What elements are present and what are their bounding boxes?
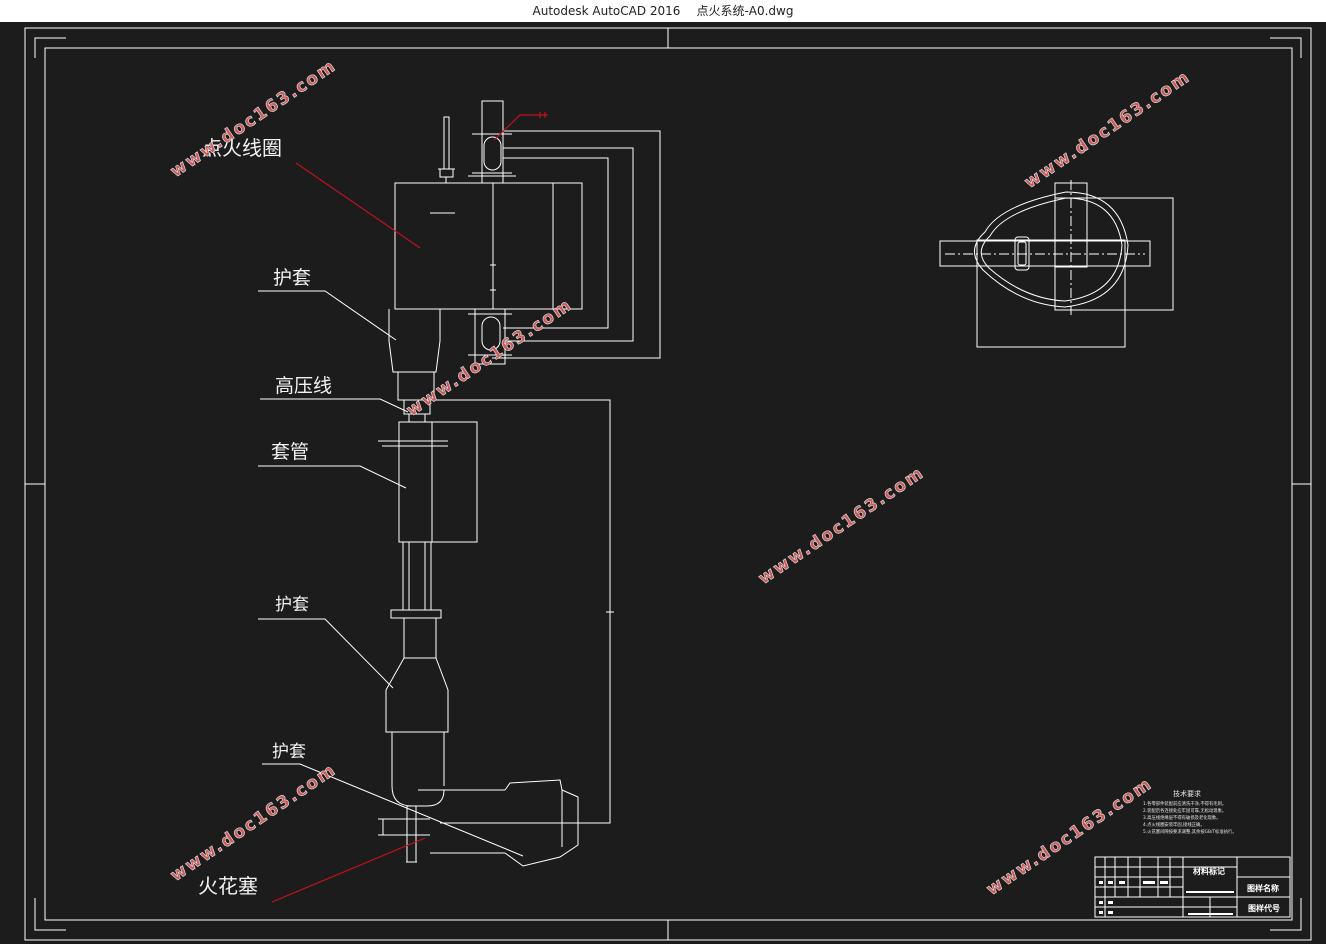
leader-hv-wire: [260, 398, 409, 413]
leader-sheath-3: [262, 763, 524, 857]
tech-note-line: 3.高压线绝缘层不得有破损及老化现象。: [1143, 815, 1221, 821]
leader-spark-plug: [271, 837, 426, 903]
file-title: 点火系统-A0.dwg: [696, 4, 794, 18]
label-hv-wire: 高压线: [275, 375, 333, 397]
coil-body: [394, 182, 554, 310]
label-sheath-2: 护套: [275, 595, 309, 615]
label-sheath-1: 护套: [273, 267, 312, 289]
leader-sheath-2: [258, 618, 394, 689]
app-title: Autodesk AutoCAD 2016: [532, 4, 681, 18]
leader-sheath-1: [258, 290, 397, 341]
window-titlebar: Autodesk AutoCAD 2016 点火系统-A0.dwg: [0, 0, 1326, 22]
label-sheath-3: 护套: [272, 742, 306, 762]
tech-note-line: 4.点火线圈安装牢固,接线正确。: [1143, 822, 1205, 828]
tech-note-line: 2.装配后各连接处应牢固可靠,无松动现象。: [1143, 808, 1227, 814]
cad-drawing: [24, 27, 1312, 941]
label-ignition-coil: 点火线圈: [202, 136, 282, 160]
title-block-material-mark: 材料标记: [1193, 867, 1225, 876]
tech-note-line: 5.火花塞间隙按要求调整,其余按GB/T标准执行。: [1143, 829, 1237, 835]
title-block-drawing-name: 图样名称: [1247, 884, 1279, 893]
label-spark-plug: 火花塞: [198, 874, 258, 898]
inner-frame: [44, 47, 1293, 921]
tech-notes-title: 技术要求: [1173, 790, 1201, 798]
title-block-drawing-code: 图样代号: [1248, 904, 1280, 913]
drawing-canvas[interactable]: 点火线圈 护套 高压线 套管 护套 护套 火花塞 www.doc163.com …: [0, 22, 1326, 944]
label-sleeve: 套管: [271, 441, 310, 463]
tech-note-line: 1.各零部件装配前应清洗干净,不得有毛刺。: [1143, 801, 1227, 807]
leader-sleeve: [258, 465, 407, 489]
leader-ignition-coil: [295, 162, 421, 249]
sleeve: [398, 421, 478, 543]
